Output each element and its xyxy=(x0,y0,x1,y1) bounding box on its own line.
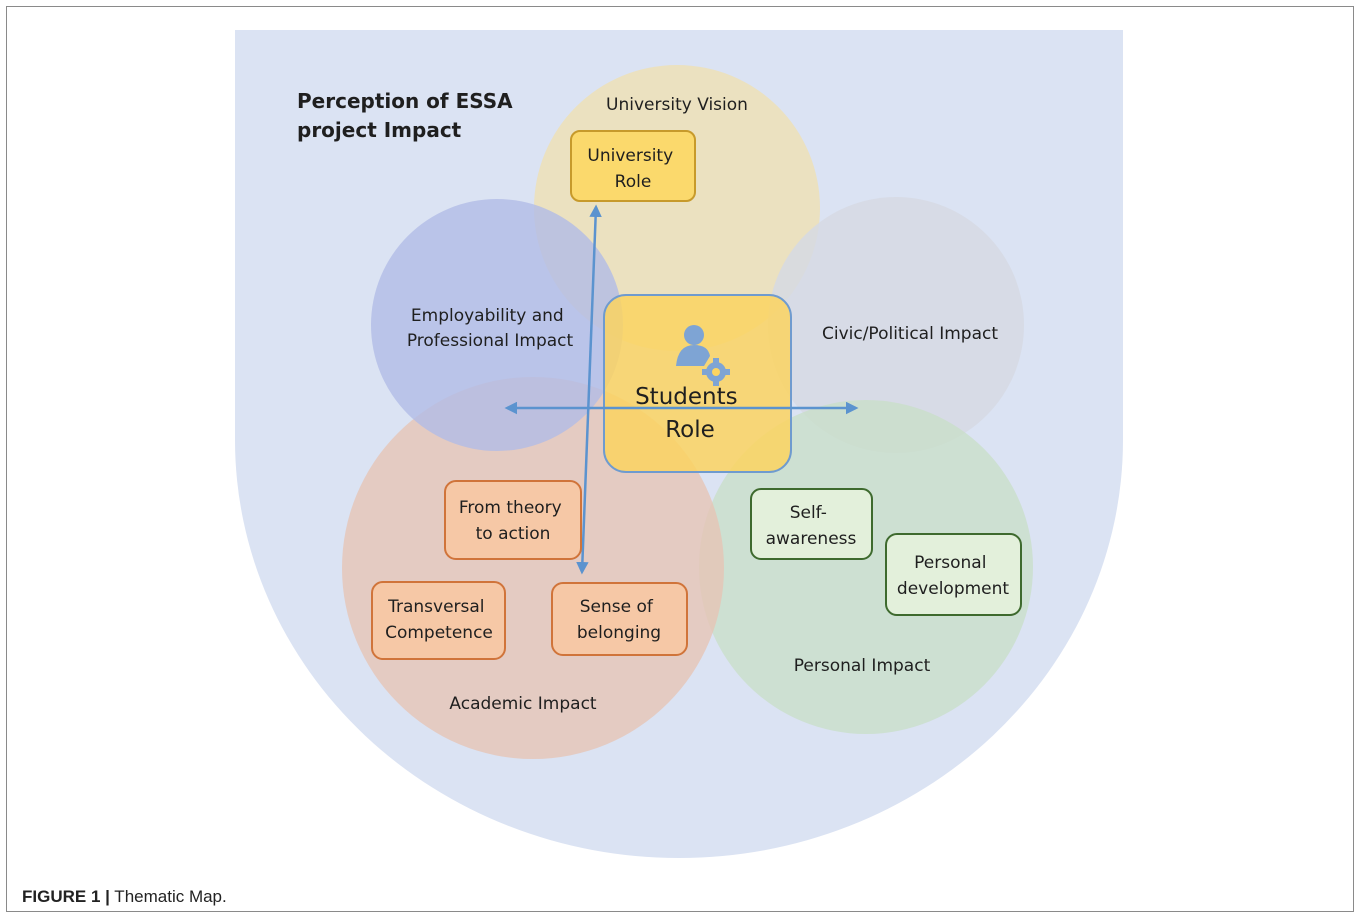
civic-political-label: Civic/Political Impact xyxy=(822,324,998,344)
caption-text: Thematic Map. xyxy=(109,887,227,906)
university-vision-label: University Vision xyxy=(606,95,748,115)
civic-political-circle xyxy=(768,197,1024,453)
university-role-box xyxy=(570,130,696,202)
university-role-label: University Role xyxy=(587,146,678,192)
transversal-competence-label: Transversal Competence xyxy=(385,597,493,643)
employability-label: Employability and Professional Impact xyxy=(407,306,574,351)
sense-of-belonging-label: Sense of belonging xyxy=(577,597,661,643)
academic-impact-label: Academic Impact xyxy=(449,694,597,714)
sense-of-belonging-box xyxy=(551,582,688,656)
vertical-axis-arrow xyxy=(576,204,602,575)
transversal-competence-box xyxy=(371,581,506,660)
employability-circle xyxy=(371,199,623,451)
students-role-box xyxy=(603,294,792,473)
figure-caption: FIGURE 1 | Thematic Map. xyxy=(22,887,227,907)
from-theory-box xyxy=(444,480,582,560)
personal-impact-label: Personal Impact xyxy=(794,656,931,676)
self-awareness-box xyxy=(750,488,873,560)
self-awareness-label: Self- awareness xyxy=(766,503,857,549)
caption-label: FIGURE 1 | xyxy=(22,887,110,906)
personal-development-box xyxy=(885,533,1022,616)
personal-development-label: Personal development xyxy=(897,553,1009,599)
from-theory-label: From theory to action xyxy=(459,498,567,544)
student-gear-icon xyxy=(676,325,730,386)
diagram-title: Perception of ESSA project Impact xyxy=(297,89,520,142)
personal-impact-circle xyxy=(699,400,1033,734)
